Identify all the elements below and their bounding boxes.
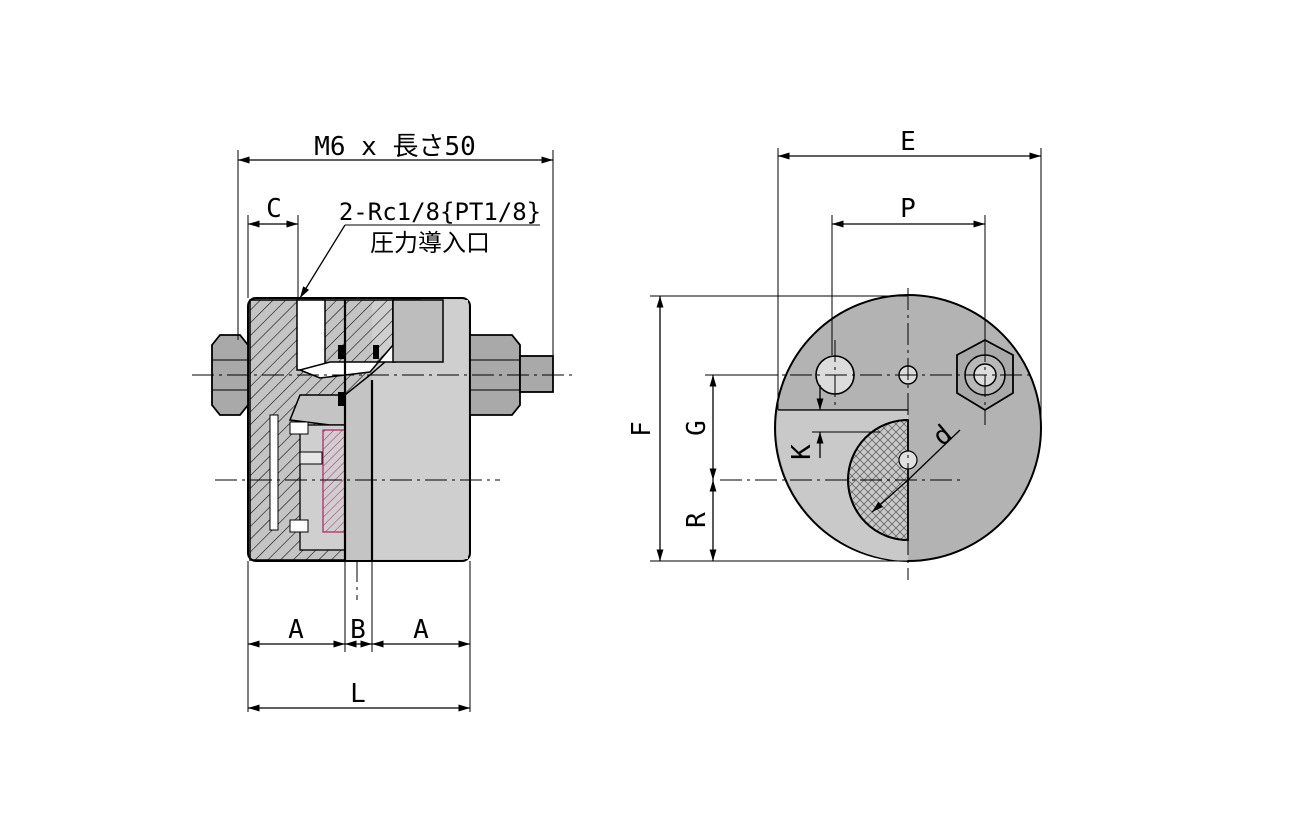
port-bore xyxy=(296,299,326,371)
front-view: E P F G R K d xyxy=(627,127,1042,580)
side-section-view: M6 x 長さ50 C 2-Rc1/8{PT1/8} 圧力導入口 A B A L xyxy=(192,132,575,712)
label-P: P xyxy=(900,194,916,224)
label-A-left: A xyxy=(288,615,304,645)
label-port-name: 圧力導入口 xyxy=(370,229,490,257)
seal xyxy=(338,345,344,359)
hex-nut-right xyxy=(469,334,521,416)
label-A-right: A xyxy=(413,615,429,645)
label-F: F xyxy=(627,421,657,437)
label-G: G xyxy=(682,420,712,436)
label-R: R xyxy=(682,512,712,528)
filter-element xyxy=(322,429,346,533)
seal xyxy=(338,392,344,406)
port-fitting xyxy=(392,299,444,363)
label-B: B xyxy=(350,615,366,645)
label-E: E xyxy=(900,127,916,157)
label-overall-bolt: M6 x 長さ50 xyxy=(314,132,476,162)
bolt-end xyxy=(519,355,554,393)
label-C: C xyxy=(266,194,282,224)
label-L: L xyxy=(350,679,366,709)
spring-detail xyxy=(269,414,323,533)
label-port-spec: 2-Rc1/8{PT1/8} xyxy=(339,198,541,226)
label-K: K xyxy=(787,444,817,460)
seal xyxy=(373,345,379,359)
